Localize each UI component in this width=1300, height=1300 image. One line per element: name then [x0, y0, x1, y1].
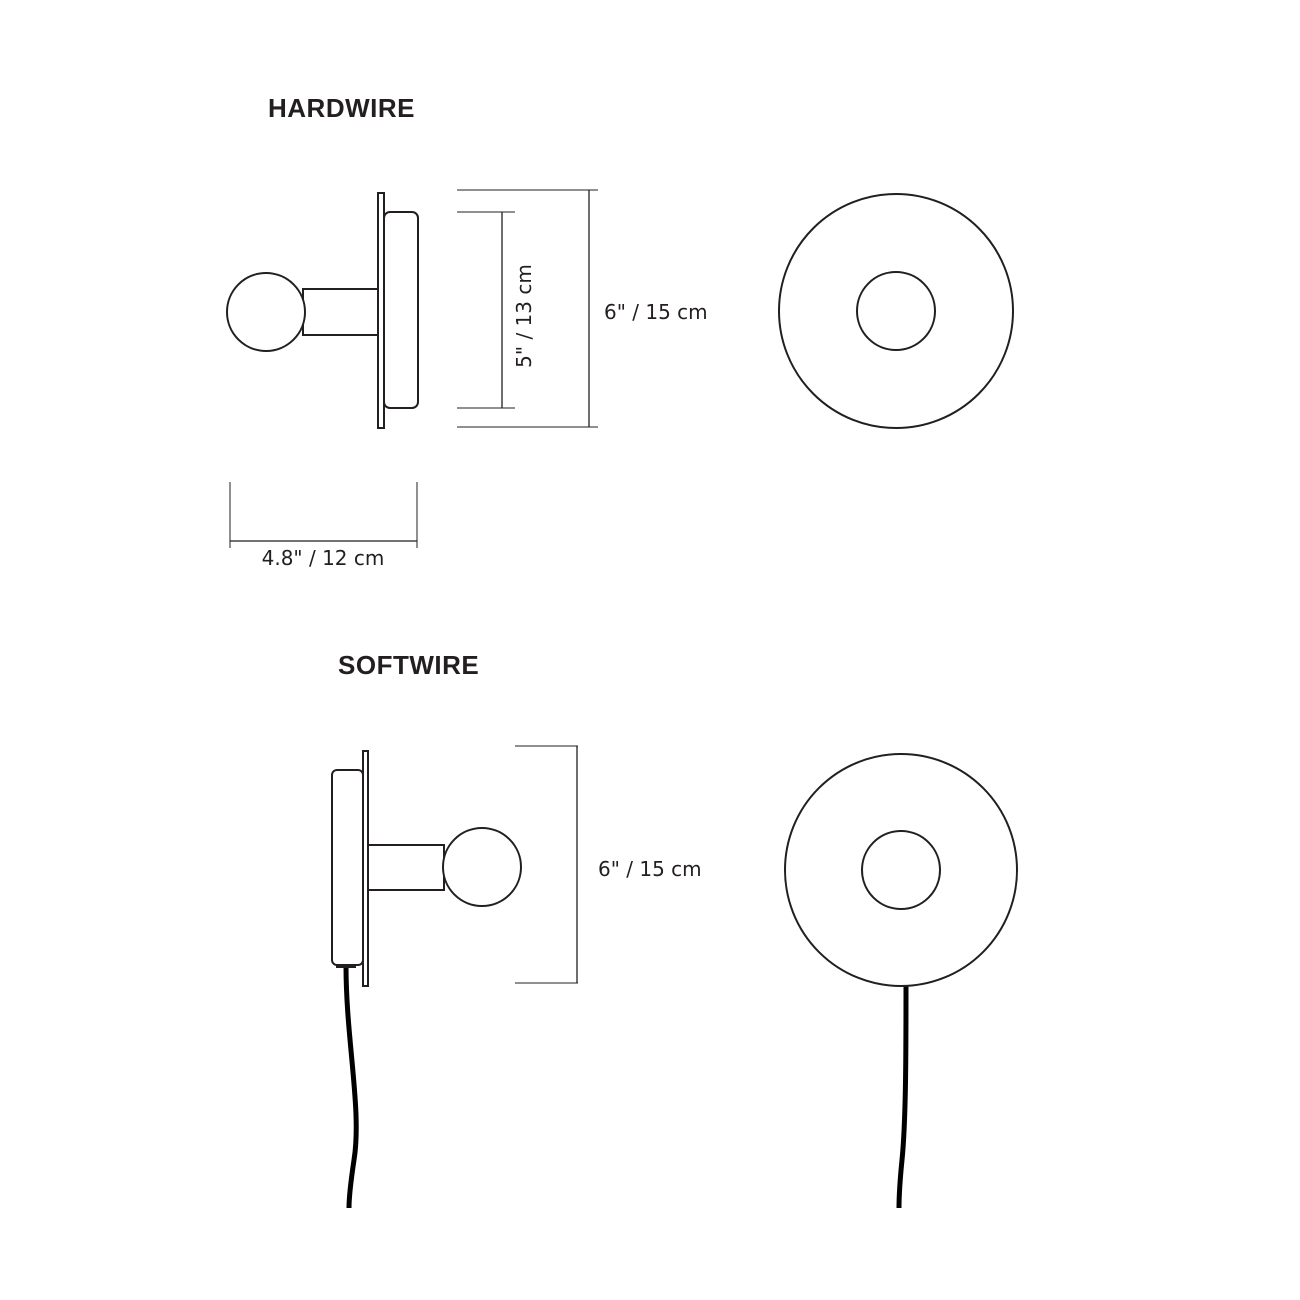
hardwire-canopy [383, 211, 419, 409]
hardwire-socket [302, 288, 379, 336]
softwire-canopy [331, 769, 364, 966]
hardwire-bulb [226, 272, 306, 352]
hardwire-title: HARDWIRE [268, 93, 415, 123]
softwire-front-bulb [861, 830, 941, 910]
softwire-height-dimension: 6" / 15 cm [515, 745, 702, 984]
hardwire-height-dimension: 6" / 15 cm [457, 189, 708, 428]
hardwire-canopy-height-label: 5" / 13 cm [512, 264, 536, 368]
softwire-front-cord [896, 984, 909, 1209]
hardwire-canopy-dimension: 5" / 13 cm [457, 211, 536, 409]
softwire-socket [367, 844, 445, 891]
softwire-front-view [784, 753, 1018, 1209]
softwire-side-cord [343, 965, 359, 1209]
hardwire-front-bulb [856, 271, 936, 351]
softwire-title: SOFTWIRE [338, 650, 479, 680]
hardwire-side-view [226, 192, 419, 429]
softwire-side-view [331, 750, 522, 1209]
hardwire-depth-dimension: 4.8" / 12 cm [229, 482, 418, 570]
hardwire-height-label: 6" / 15 cm [604, 300, 708, 324]
hardwire-front-view [778, 193, 1014, 429]
softwire-bulb [442, 827, 522, 907]
softwire-height-label: 6" / 15 cm [598, 857, 702, 881]
hardwire-depth-label: 4.8" / 12 cm [262, 546, 385, 570]
